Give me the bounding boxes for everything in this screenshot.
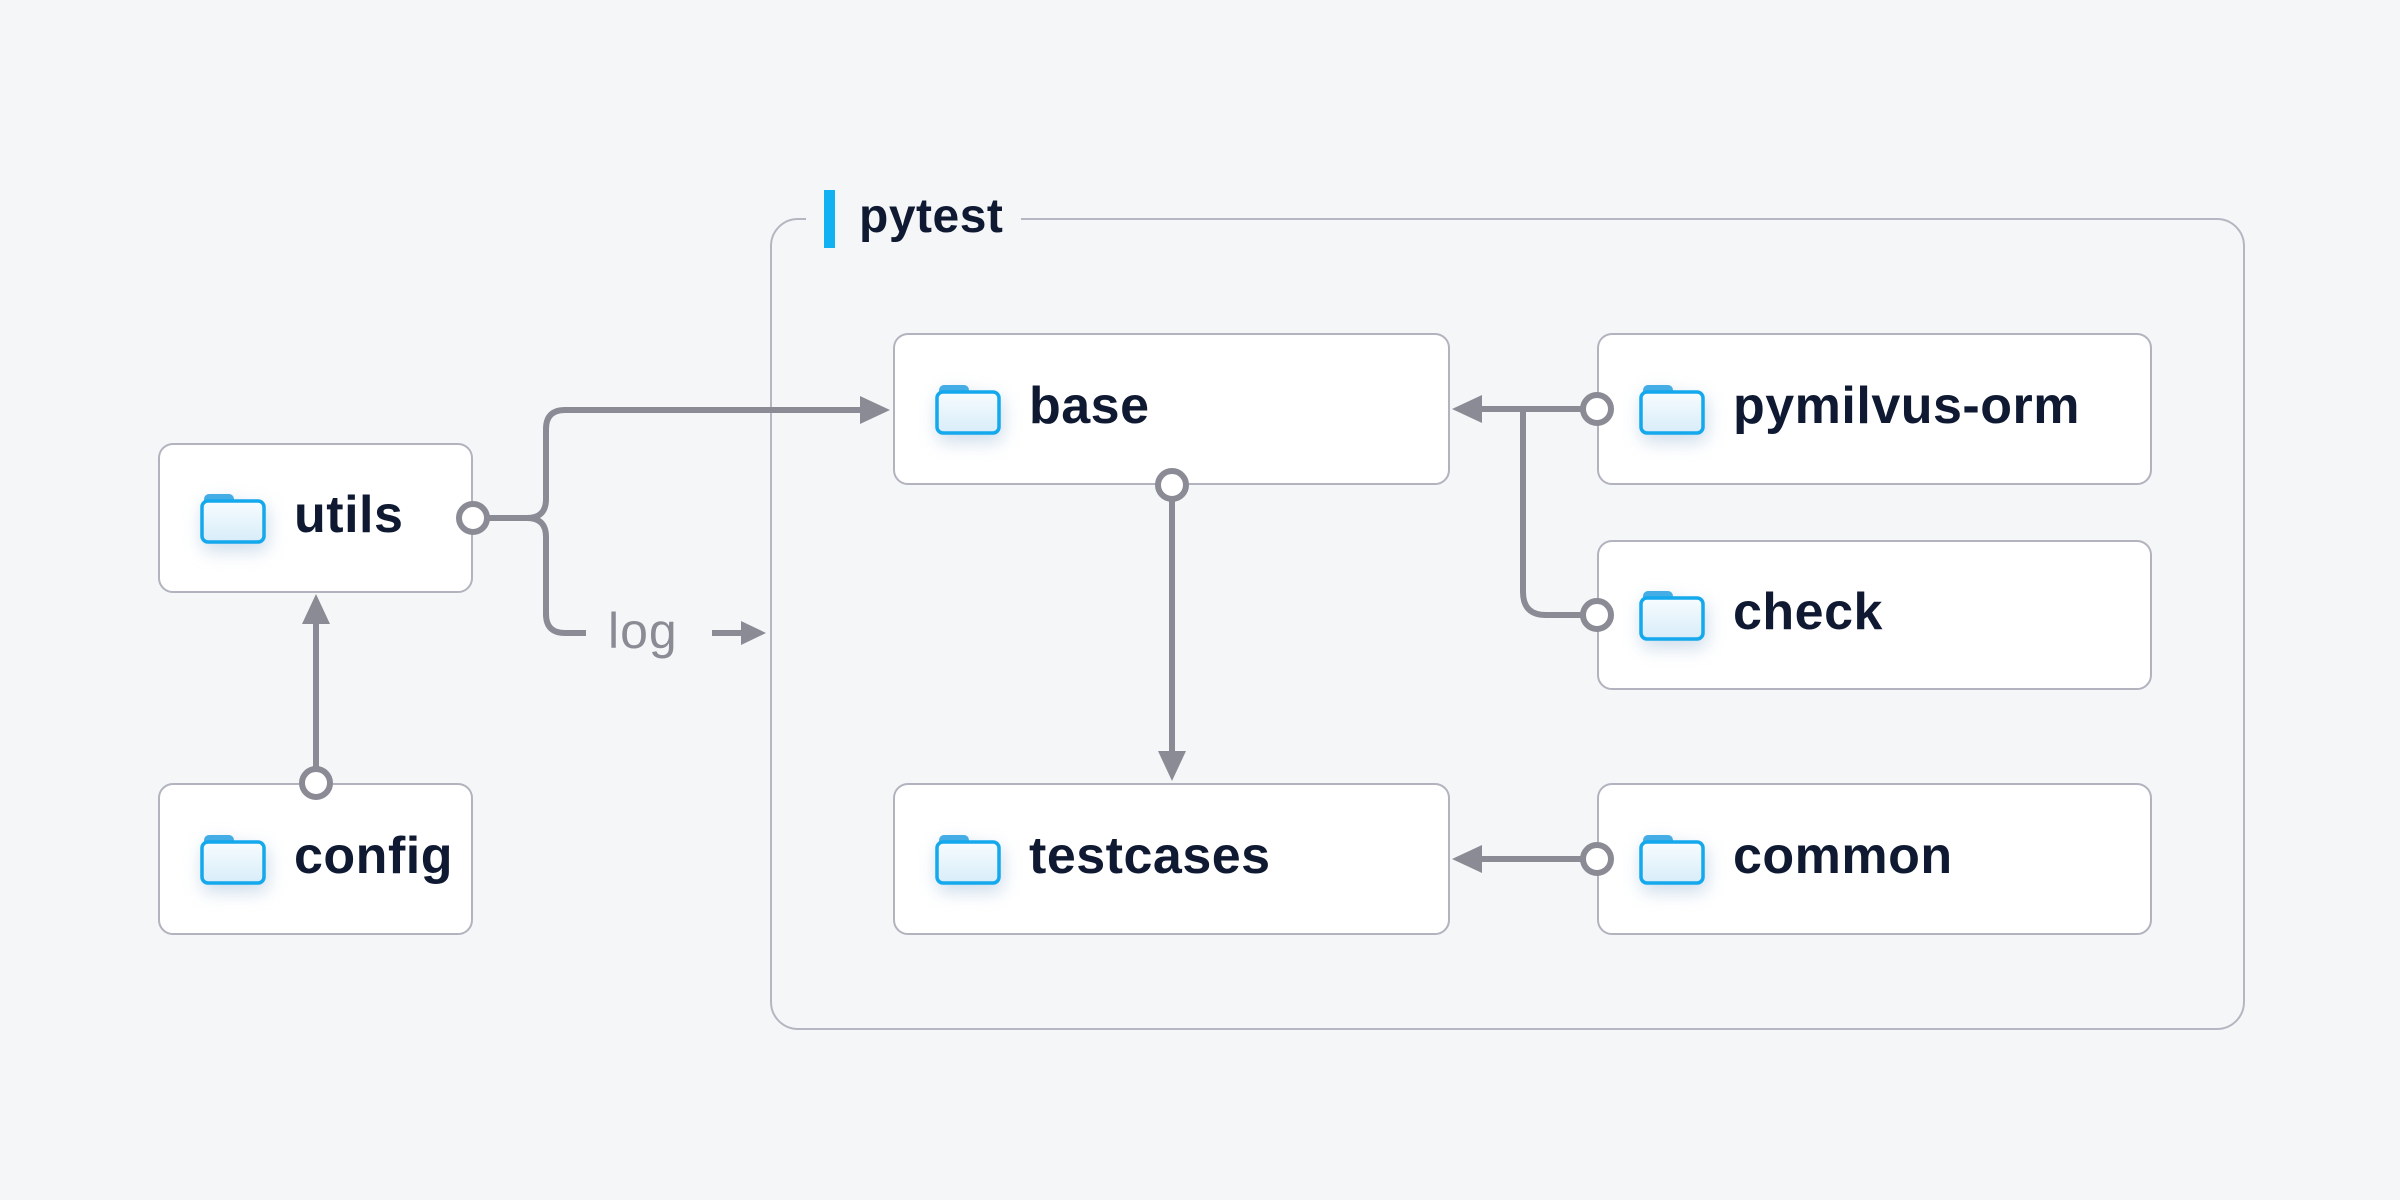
node-utils: utils — [158, 443, 473, 593]
edge-label-log: log — [608, 603, 678, 659]
node-check: check — [1597, 540, 2152, 690]
pytest-label-text: pytest — [859, 190, 1004, 243]
node-base: base — [893, 333, 1450, 485]
pytest-label: pytest — [806, 190, 1022, 248]
pytest-container: pytest — [770, 190, 2245, 1030]
folder-icon — [200, 835, 266, 885]
node-label: common — [1733, 827, 1953, 885]
folder-icon — [1639, 591, 1705, 641]
accent-bar — [824, 190, 835, 248]
node-label: config — [294, 827, 453, 885]
node-label: base — [1029, 377, 1150, 435]
arrowhead-log — [741, 621, 766, 645]
arrowhead-up — [302, 594, 330, 624]
edge-utils-log — [526, 515, 586, 636]
folder-icon — [200, 494, 266, 544]
folder-icon — [1639, 385, 1705, 435]
node-label: utils — [294, 486, 404, 544]
folder-icon — [935, 385, 1001, 435]
node-label: pymilvus-orm — [1733, 377, 2080, 435]
node-pymilvus-orm: pymilvus-orm — [1597, 333, 2152, 485]
node-label: check — [1733, 583, 1883, 641]
folder-icon — [1639, 835, 1705, 885]
node-label: testcases — [1029, 827, 1271, 885]
node-testcases: testcases — [893, 783, 1450, 935]
folder-icon — [935, 835, 1001, 885]
node-config: config — [158, 783, 473, 935]
node-common: common — [1597, 783, 2152, 935]
